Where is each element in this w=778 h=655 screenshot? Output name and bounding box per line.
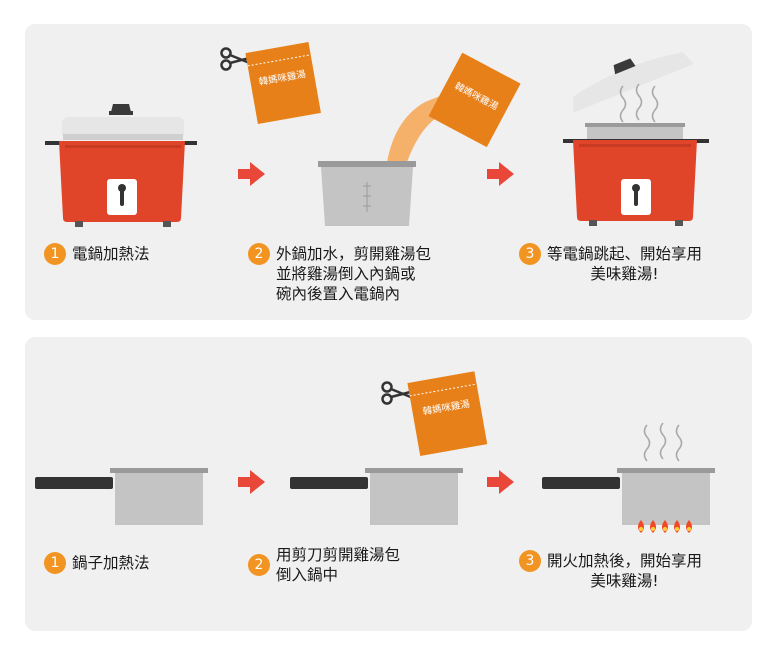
step-number-badge: 1	[44, 243, 66, 265]
saucepan-icon	[290, 468, 463, 525]
step-number-badge: 3	[519, 243, 541, 265]
open-lid-icon	[573, 52, 695, 113]
step-text: 電鍋加熱法	[72, 245, 150, 263]
step-3-electric: 3 等電鍋跳起、開始享用 美味雞湯!	[519, 243, 703, 284]
step-text: 外鍋加水，剪開雞湯包 並將雞湯倒入內鍋或 碗內後置入電鍋內	[276, 245, 432, 303]
step-number-badge: 2	[248, 243, 270, 265]
rice-cooker-icon	[45, 104, 197, 227]
broth-packet-icon: 韓媽咪雞湯	[407, 371, 488, 456]
step-text: 等電鍋跳起、開始享用 美味雞湯!	[547, 245, 703, 283]
broth-packet-pouring-icon: 韓媽咪雞湯	[428, 52, 521, 148]
step-text: 鍋子加熱法	[72, 554, 150, 572]
electric-cooker-illustrations: 韓媽咪雞湯 韓媽咪雞湯	[45, 41, 709, 227]
step-text: 開火加熱後，開始享用 美味雞湯!	[547, 552, 703, 590]
step-3-stovetop: 3 開火加熱後，開始享用 美味雞湯!	[519, 550, 703, 591]
next-arrow-icon	[238, 470, 265, 494]
next-arrow-icon	[238, 162, 265, 186]
step-1-stovetop: 1 鍋子加熱法	[44, 552, 150, 574]
next-arrow-icon	[487, 470, 514, 494]
electric-cooker-panel: 韓媽咪雞湯 韓媽咪雞湯	[25, 24, 752, 320]
saucepan-icon	[542, 468, 715, 525]
flame-core-icon	[639, 527, 691, 531]
next-arrow-icon	[487, 162, 514, 186]
step-number-badge: 3	[519, 550, 541, 572]
stovetop-pot-panel: 韓媽咪雞湯	[25, 337, 752, 631]
step-text: 用剪刀剪開雞湯包 倒入鍋中	[276, 546, 401, 584]
inner-pot-icon	[318, 161, 416, 226]
steam-icon	[619, 83, 659, 123]
steam-icon	[643, 422, 683, 462]
step-2-stovetop: 2 用剪刀剪開雞湯包 倒入鍋中	[248, 545, 400, 585]
rice-cooker-open-icon	[563, 123, 709, 226]
stovetop-illustrations: 韓媽咪雞湯	[35, 371, 715, 533]
step-number-badge: 2	[248, 554, 270, 576]
step-1-electric: 1 電鍋加熱法	[44, 243, 150, 265]
step-number-badge: 1	[44, 552, 66, 574]
step-2-electric: 2 外鍋加水，剪開雞湯包 並將雞湯倒入內鍋或 碗內後置入電鍋內	[248, 243, 432, 304]
broth-packet-icon: 韓媽咪雞湯	[245, 41, 321, 124]
saucepan-icon	[35, 468, 208, 525]
